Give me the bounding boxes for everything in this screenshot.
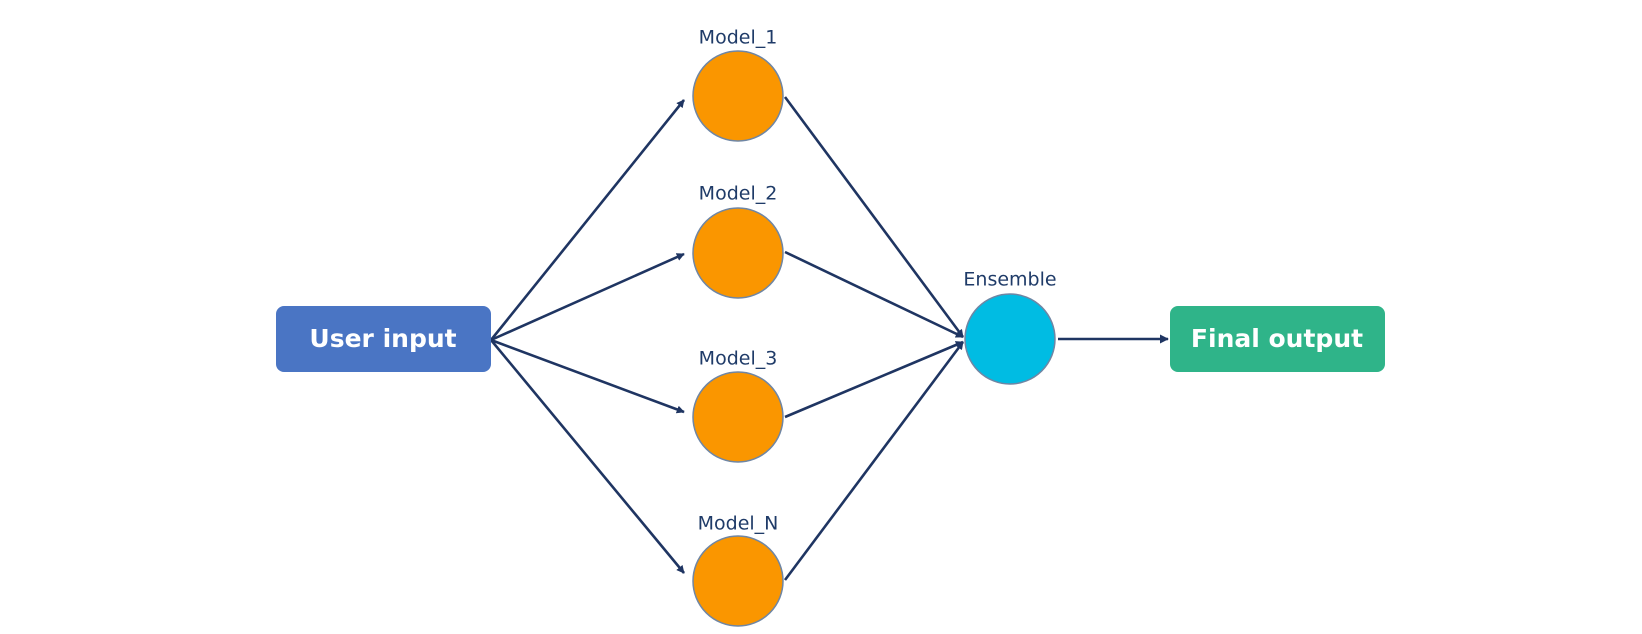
ensemble-circle [964,293,1056,385]
model-node-1: Model_1 [692,27,784,142]
final-output-label: Final output [1191,324,1363,353]
model-1-label: Model_1 [699,27,778,49]
model-node-3: Model_3 [692,348,784,463]
final-output-node: Final output [1170,306,1385,372]
model-2-label: Model_2 [699,183,778,205]
edge-input-to-model-3 [490,338,685,414]
model-n-label: Model_N [698,513,779,535]
edge-input-to-model-1 [489,99,686,341]
edge-model-n-to-ensemble [783,341,965,581]
model-3-circle [692,371,784,463]
model-node-n: Model_N [692,513,784,627]
ensemble-node: Ensemble [963,269,1057,385]
ensemble-label: Ensemble [963,269,1056,291]
edge-input-to-model-2 [490,252,685,342]
edge-model-2-to-ensemble [784,250,964,339]
edge-model-3-to-ensemble [784,340,964,419]
edge-input-to-model-n [489,339,686,574]
user-input-label: User input [309,324,456,353]
model-node-2: Model_2 [692,183,784,299]
model-2-circle [692,207,784,299]
user-input-node: User input [276,306,491,372]
edge-model-1-to-ensemble [783,96,965,338]
final-output-box [1170,306,1385,372]
model-n-circle [692,535,784,627]
model-3-label: Model_3 [699,348,778,370]
model-1-circle [692,50,784,142]
user-input-box [276,306,491,372]
